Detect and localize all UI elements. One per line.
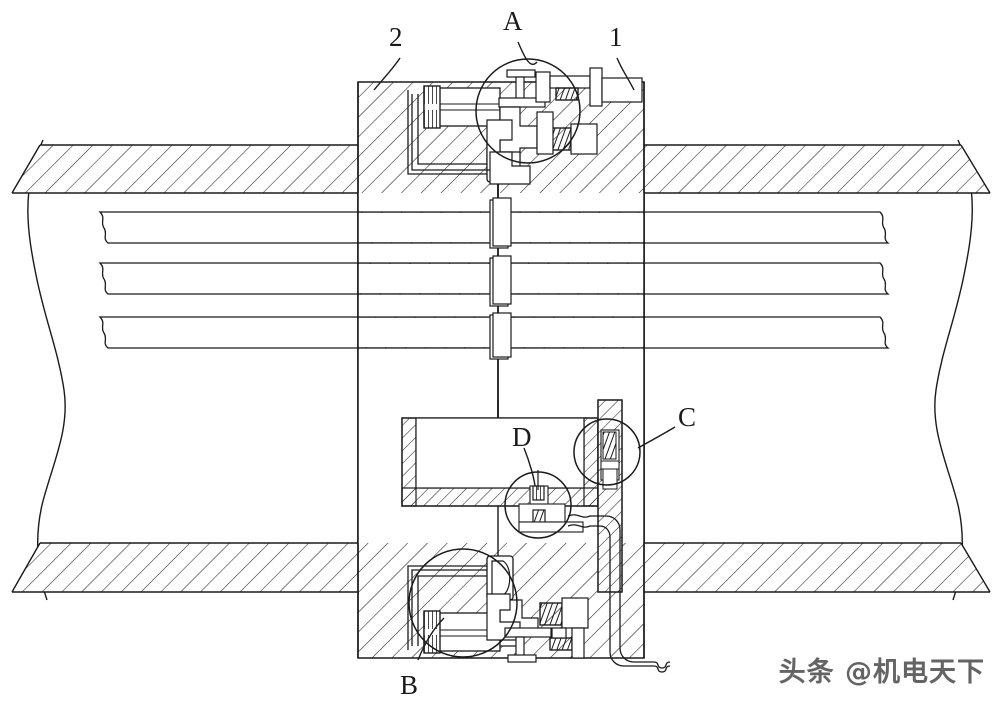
detail-circle-d [504, 471, 572, 539]
external-hose [567, 514, 671, 673]
wall-outline [27, 139, 973, 601]
detail-leader-d [523, 447, 536, 487]
middle-chamber-box [401, 400, 599, 560]
vertical-actuator-rod [489, 168, 512, 425]
part-leader-2 [373, 57, 401, 91]
watermark-text: 头条 @机电天下 [778, 657, 985, 688]
detail-leader-c [637, 426, 676, 449]
detail-b-mechanism [486, 593, 589, 663]
detail-label-d: D [512, 422, 532, 452]
detail-circle-a [475, 58, 581, 164]
detail-label-a: A [503, 6, 523, 36]
detail-a-mechanism [486, 67, 643, 185]
detail-d-mechanism [518, 470, 584, 533]
part-number-2: 2 [389, 22, 403, 52]
detail-label-c: C [678, 402, 697, 432]
detail-label-b: B [400, 670, 419, 700]
detail-circle-c [573, 418, 641, 486]
detail-leader-b [417, 617, 445, 661]
part-number-1: 1 [609, 22, 623, 52]
detail-leader-a [517, 41, 538, 65]
part-leader-1 [616, 57, 635, 91]
detail-circle-b [408, 548, 518, 658]
